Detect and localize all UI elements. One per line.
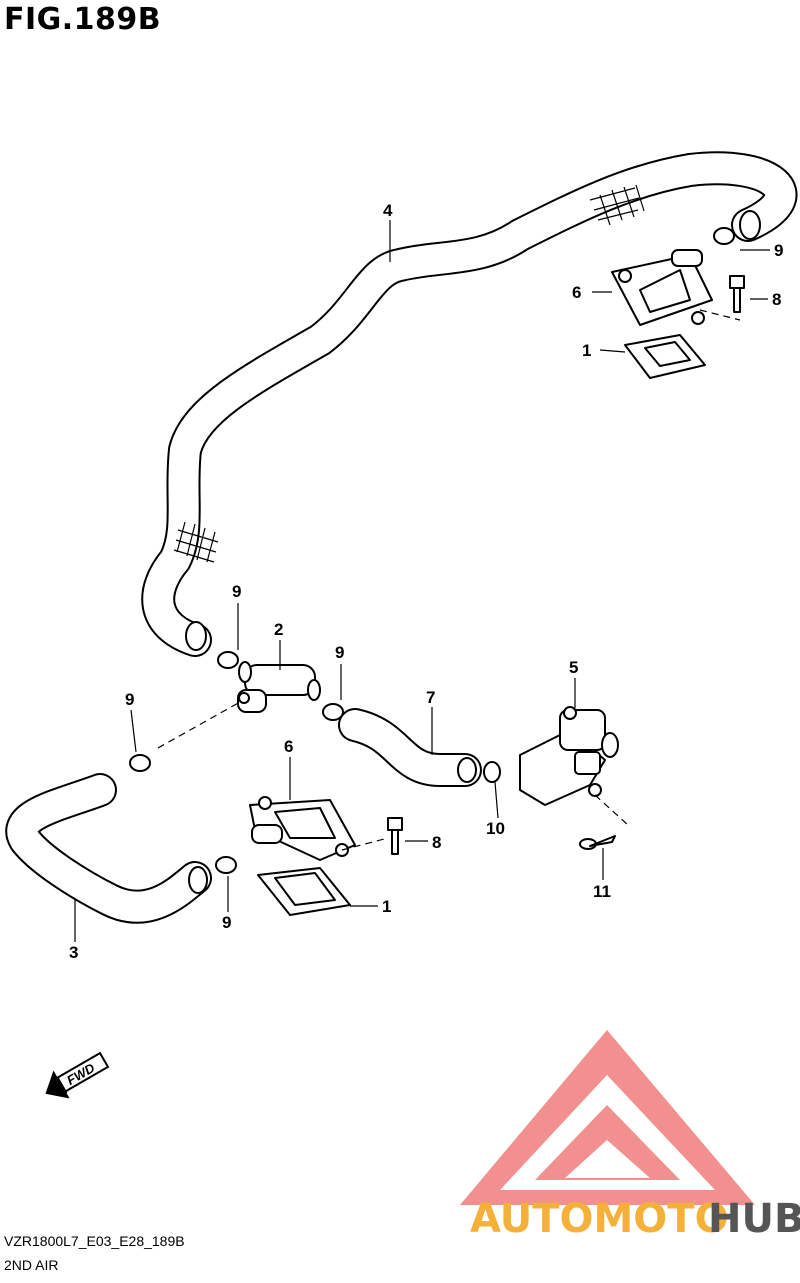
callout-3: 3 bbox=[69, 943, 78, 962]
bolt-part-8-top bbox=[729, 275, 745, 313]
figure-name: 2ND AIR bbox=[4, 1257, 59, 1273]
callout-7: 7 bbox=[426, 688, 435, 707]
callout-9-bottom: 9 bbox=[222, 913, 231, 932]
hose-part-7 bbox=[338, 708, 482, 787]
reed-cover-part-6-bottom bbox=[249, 796, 356, 861]
figure-title: FIG.189B bbox=[4, 2, 162, 37]
t-joint-part-2 bbox=[237, 661, 321, 713]
watermark-text: AUTOMOTO HUB bbox=[470, 1196, 800, 1242]
hose-part-4 bbox=[141, 151, 798, 657]
clamps bbox=[129, 227, 735, 874]
callout-8-bottom: 8 bbox=[432, 833, 441, 852]
screw-part-11 bbox=[579, 835, 616, 850]
callout-1-top-right: 1 bbox=[582, 341, 591, 360]
callout-9-middle-center: 9 bbox=[335, 643, 344, 662]
callout-6-bottom: 6 bbox=[284, 737, 293, 756]
reed-valve-part-1-bottom bbox=[257, 867, 351, 916]
hose-part-3 bbox=[5, 773, 212, 924]
callout-11: 11 bbox=[593, 882, 611, 901]
fwd-arrow-icon: FWD bbox=[45, 1051, 110, 1099]
reed-cover-part-6-top bbox=[611, 249, 713, 326]
callout-2: 2 bbox=[274, 620, 283, 639]
callout-5: 5 bbox=[569, 658, 578, 677]
reed-valve-part-1-top bbox=[624, 334, 706, 379]
watermark-logo bbox=[460, 1030, 755, 1205]
solenoid-part-5 bbox=[519, 706, 619, 806]
callout-1-bottom: 1 bbox=[382, 897, 391, 916]
leader-lines bbox=[74, 220, 770, 942]
bolt-part-8-bottom bbox=[387, 817, 403, 855]
watermark-part2: HUB bbox=[708, 1196, 800, 1242]
callout-9-left: 9 bbox=[125, 690, 134, 709]
callout-10: 10 bbox=[486, 819, 505, 838]
figure-code: VZR1800L7_E03_E28_189B bbox=[4, 1233, 185, 1249]
callout-8-top-right: 8 bbox=[772, 290, 781, 309]
callout-4: 4 bbox=[383, 201, 393, 220]
callout-9-middle-left: 9 bbox=[232, 582, 241, 601]
callout-9-top-right: 9 bbox=[774, 241, 783, 260]
watermark-part1: AUTOMOTO bbox=[470, 1196, 729, 1242]
callout-6-top-right: 6 bbox=[572, 283, 581, 302]
